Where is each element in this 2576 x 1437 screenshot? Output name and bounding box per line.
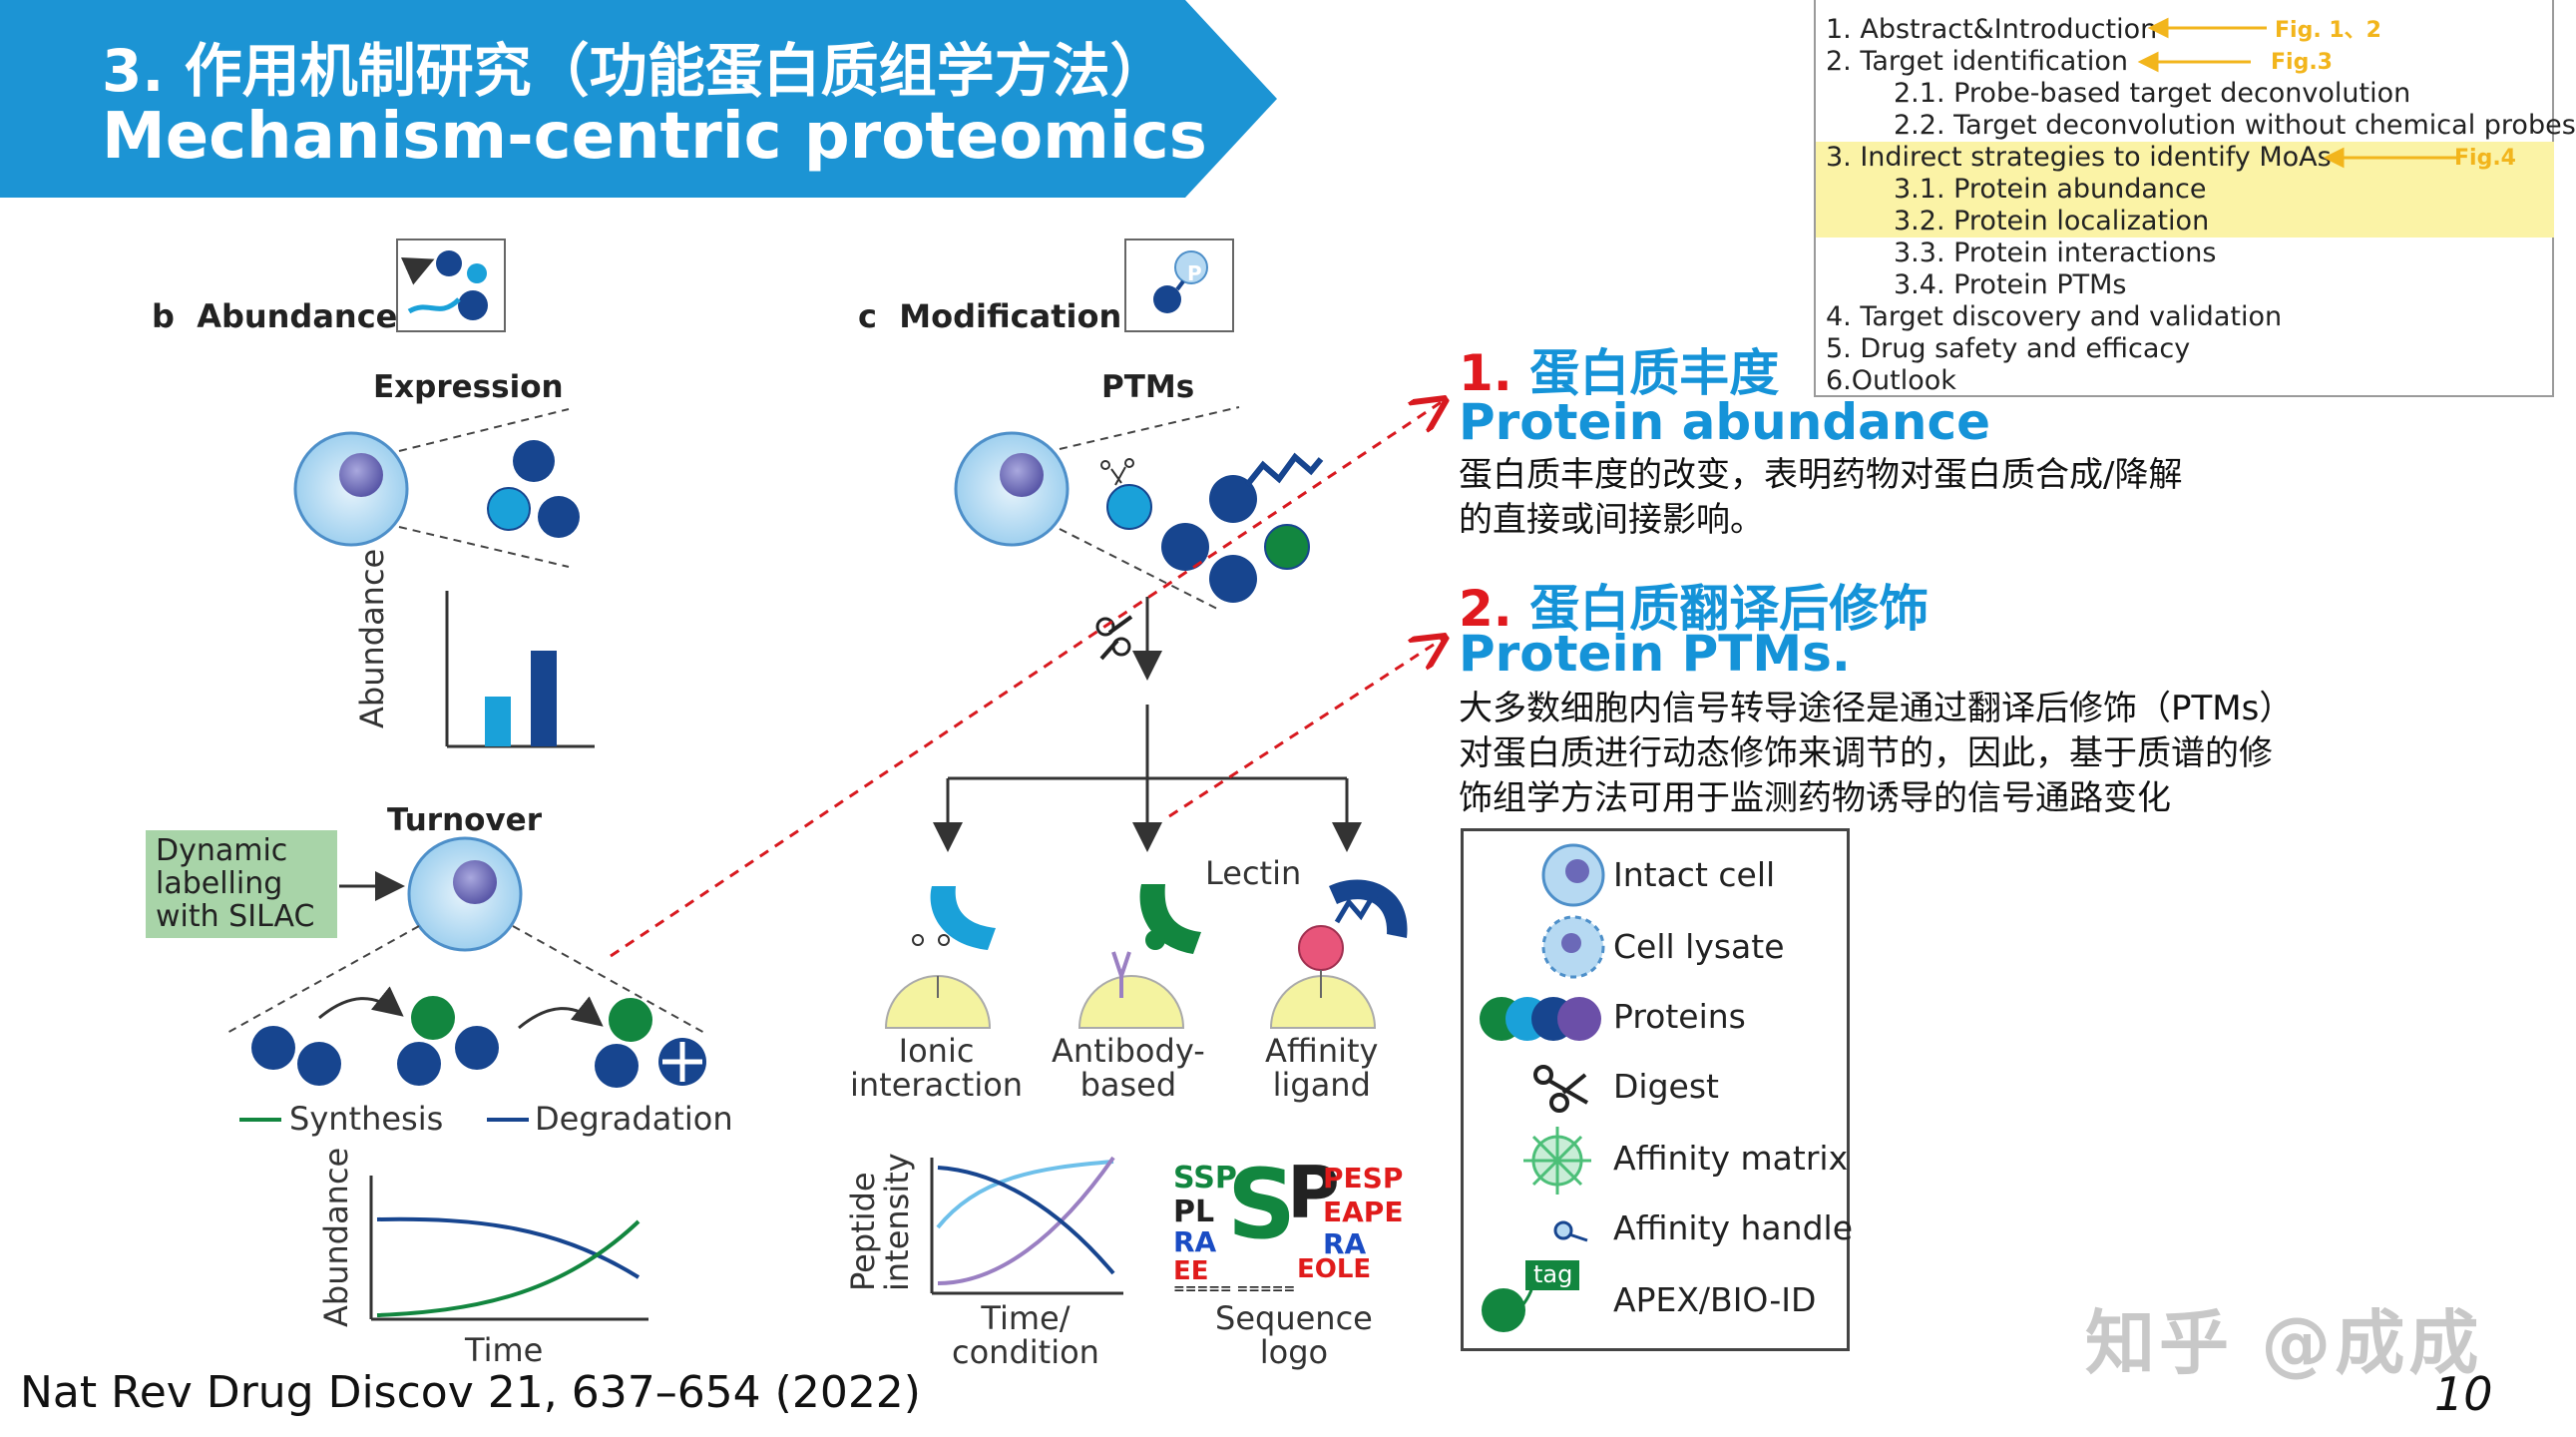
- figure-legend: tag Intact cell Cell lysate Proteins Dig…: [1461, 828, 1853, 1351]
- section1-body: 蛋白质丰度的改变，表明药物对蛋白质合成/降解 的直接或间接影响。: [1459, 455, 2183, 540]
- antibody-graphic: [1077, 884, 1201, 1029]
- degradation-label: Degradation: [535, 1100, 733, 1138]
- outline-item: 2.1. Probe-based target deconvolution: [1894, 78, 2411, 109]
- abundance-icon: [396, 239, 506, 332]
- outline-note: Fig.4: [2454, 146, 2516, 171]
- panel-b-title: b Abundance: [152, 297, 398, 335]
- affinity-ligand-graphic: [1269, 879, 1408, 1029]
- outline-item: 6.Outlook: [1826, 365, 1956, 396]
- abundance-bar-chart: [445, 591, 595, 748]
- synthesis-label: Synthesis: [289, 1100, 444, 1138]
- legend-label: Cell lysate: [1613, 927, 1785, 966]
- svg-text:PESP: PESP: [1323, 1162, 1403, 1195]
- modification-icon: [1124, 239, 1234, 332]
- section2-title-en: Protein PTMs.: [1459, 625, 1851, 683]
- figure-graphics: SSP S P PESP PL RA EE EAPE RA EOLE =====…: [224, 239, 1457, 1321]
- watermark: 知乎 @成成: [2085, 1302, 2483, 1384]
- turnover-group: [224, 836, 707, 1122]
- legend-label: Affinity matrix: [1613, 1139, 1849, 1178]
- expression-label: Expression: [373, 369, 564, 405]
- expression-cell-group: [293, 408, 580, 568]
- affinity-matrix-icon: [1523, 1127, 1591, 1195]
- svg-text:SSP: SSP: [1173, 1161, 1237, 1196]
- proteins-icon: [1480, 997, 1601, 1041]
- time-axis-label: Time: [465, 1331, 544, 1369]
- legend-label: Affinity handle: [1613, 1208, 1853, 1247]
- outline-item: 1. Abstract&Introduction: [1826, 14, 2158, 45]
- legend-label: Proteins: [1613, 997, 1746, 1036]
- turnover-label: Turnover: [387, 802, 542, 838]
- legend-label: Digest: [1613, 1067, 1719, 1106]
- title-banner: [0, 0, 1277, 198]
- svg-text:P: P: [1287, 1151, 1340, 1234]
- antibody-label: Antibody-based: [1052, 1032, 1205, 1104]
- section1-title-en: Protein abundance: [1459, 393, 1991, 451]
- peptide-intensity-chart: [930, 1156, 1123, 1295]
- time-condition-label: Time/condition: [952, 1299, 1099, 1371]
- citation: Nat Rev Drug Discov 21, 637–654 (2022): [20, 1367, 921, 1418]
- section1-title-cn: 1. 蛋白质丰度: [1459, 344, 1780, 402]
- turnover-abundance-axis: Abundance: [317, 1147, 355, 1327]
- legend-label: Intact cell: [1613, 855, 1776, 894]
- svg-text:EOLE: EOLE: [1297, 1254, 1371, 1284]
- outline-item: 4. Target discovery and validation: [1826, 301, 2283, 332]
- legend-label: APEX/BIO-ID: [1613, 1280, 1817, 1319]
- affinity-handle-icon: [1553, 1220, 1588, 1242]
- sequence-logo-graphic: SSP S P PESP PL RA EE EAPE RA EOLE =====…: [1173, 1149, 1403, 1297]
- outline-item-highlighted: 3.1. Protein abundance: [1816, 174, 2554, 206]
- branch-arrows: [933, 705, 1362, 852]
- dynamic-labelling-box: Dynamic labelling with SILAC: [146, 830, 337, 938]
- outline-note: Fig. 1、2: [2275, 18, 2381, 43]
- cell-lysate-icon: [1541, 915, 1605, 979]
- scissors-icon: [1095, 615, 1133, 661]
- slide-title-cn: 3. 作用机制研究（功能蛋白质组学方法）: [102, 37, 1168, 105]
- svg-text:RA: RA: [1323, 1227, 1367, 1260]
- outline-item-highlighted: 3. Indirect strategies to identify MoAs: [1816, 142, 2554, 174]
- svg-text:EE: EE: [1173, 1256, 1209, 1286]
- apex-tag-label: tag: [1533, 1260, 1573, 1288]
- lectin-label: Lectin: [1205, 854, 1302, 892]
- slide-title-en: Mechanism-centric proteomics: [102, 100, 1207, 174]
- apex-icon: [1482, 1260, 1579, 1332]
- digest-scissors-icon: [1533, 1065, 1589, 1113]
- modification-icon-letter: P: [1187, 261, 1202, 285]
- panel-c-title: c Modification: [858, 297, 1122, 335]
- ptms-label: PTMs: [1101, 369, 1195, 405]
- outline-item-highlighted: 3.2. Protein localization: [1816, 206, 2554, 238]
- section2-body: 大多数细胞内信号转导途径是通过翻译后修饰（PTMs） 对蛋白质进行动态修饰来调节…: [1459, 689, 2294, 818]
- outline-item: 5. Drug safety and efficacy: [1826, 333, 2191, 364]
- outline-arrows: [2137, 17, 2458, 169]
- intact-cell-icon: [1541, 843, 1605, 907]
- ptms-cell-group: [954, 406, 1324, 610]
- page-number: 10: [2434, 1367, 2493, 1421]
- outline-item: 2.2. Target deconvolution without chemic…: [1894, 110, 2576, 141]
- section2-title-cn: 2. 蛋白质翻译后修饰: [1459, 580, 1930, 638]
- svg-text:PL: PL: [1173, 1195, 1214, 1229]
- svg-text:EAPE: EAPE: [1323, 1196, 1403, 1228]
- outline-item: 2. Target identification: [1826, 46, 2129, 77]
- outline-item: 3.3. Protein interactions: [1894, 238, 2217, 268]
- abundance-axis-label: Abundance: [353, 548, 391, 728]
- outline-box: 1. Abstract&Introduction 2. Target ident…: [1814, 0, 2576, 397]
- turnover-line-chart: [369, 1176, 648, 1321]
- svg-text:S: S: [1227, 1149, 1296, 1260]
- outline-note: Fig.3: [2271, 50, 2333, 75]
- svg-text:===== =====: ===== =====: [1173, 1281, 1295, 1297]
- ionic-interaction-graphic: [884, 886, 996, 1029]
- svg-text:RA: RA: [1173, 1225, 1217, 1258]
- outline-item: 3.4. Protein PTMs: [1894, 269, 2127, 300]
